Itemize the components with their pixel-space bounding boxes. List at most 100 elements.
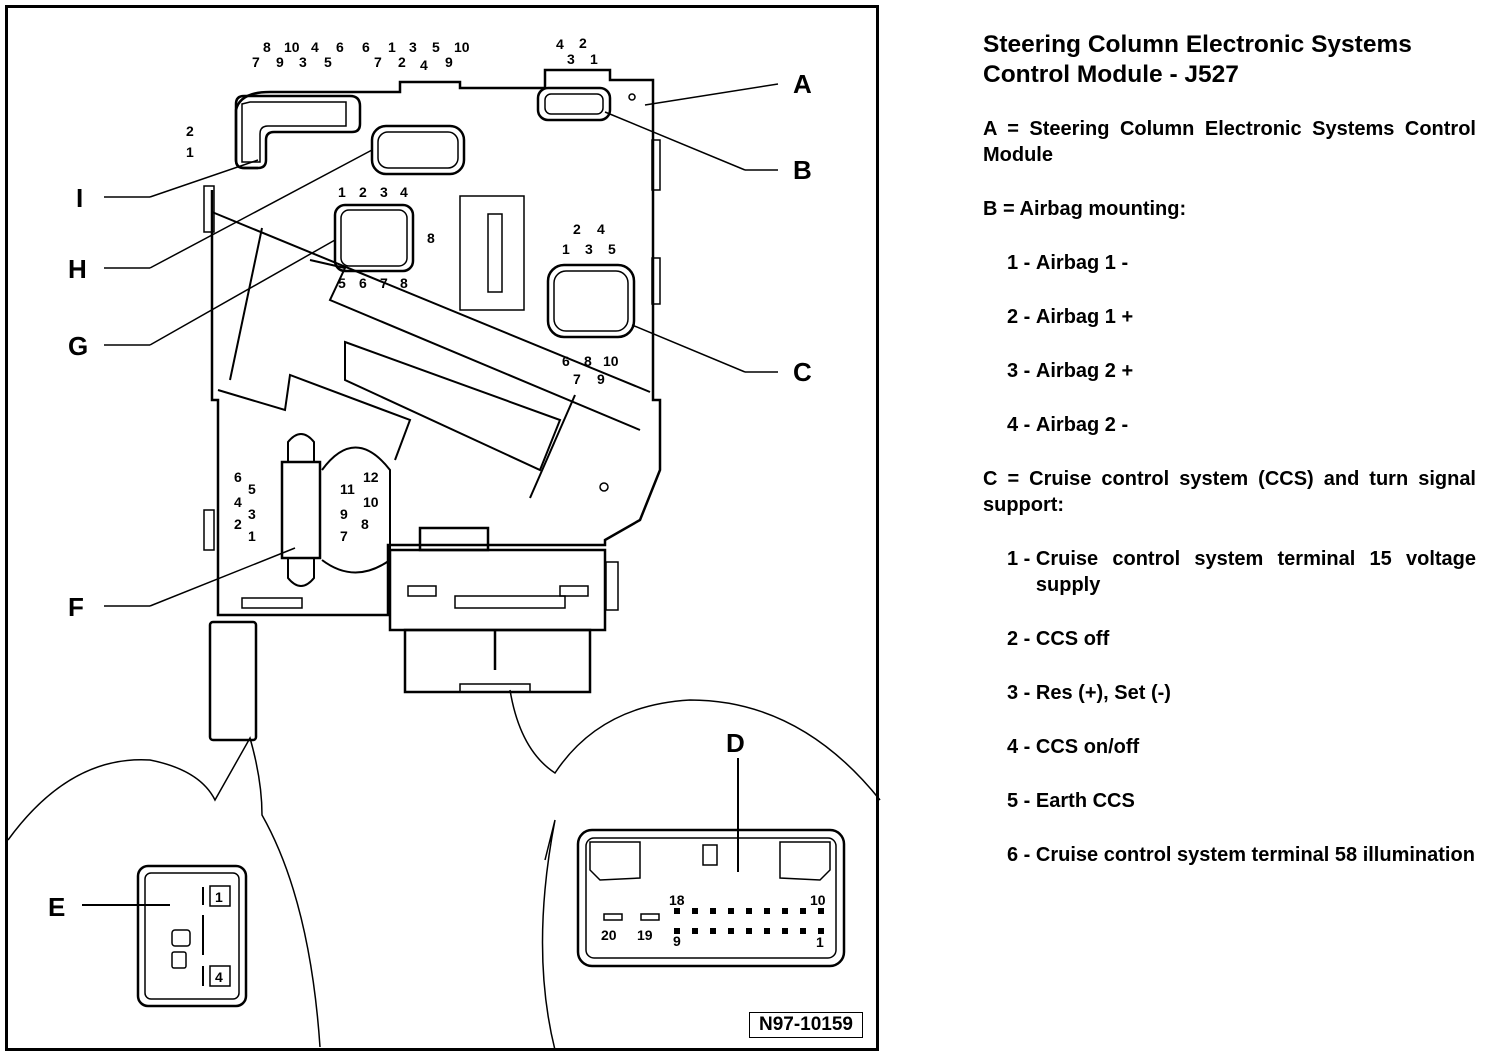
legend-b: B = Airbag mounting: — [983, 198, 1187, 220]
pin-label: 9 — [445, 54, 453, 70]
pin-label: 2 — [398, 54, 406, 70]
connector-c-housing — [546, 263, 636, 339]
connector-i-housing — [234, 94, 362, 170]
legend-c-item: 6 - Cruise control system terminal 58 il… — [1007, 842, 1476, 868]
connector-d-pin — [728, 908, 734, 914]
item-number: 5 - — [1007, 790, 1036, 812]
pin-label: 10 — [454, 39, 470, 55]
item-text: Res (+), Set (-) — [1035, 682, 1171, 704]
pin-label: 3 — [248, 506, 256, 522]
item-number: 1 - — [1007, 252, 1036, 274]
pin-label: 8 — [400, 275, 408, 291]
module-body — [210, 68, 662, 617]
connector-d-pin — [710, 928, 716, 934]
pin-label: 5 — [248, 481, 256, 497]
legend-c-item: 5 - Earth CCS — [1007, 788, 1476, 814]
connector-e-detail — [136, 864, 248, 1008]
detail-bubble-e — [7, 736, 321, 1048]
connector-d-pin — [692, 928, 698, 934]
pin-label: 2 — [573, 221, 581, 237]
pin-label: 20 — [601, 927, 617, 943]
connector-d-pin — [692, 908, 698, 914]
connector-d-pin — [800, 928, 806, 934]
detail-bubble-d — [509, 689, 881, 1051]
item-number: 1 - — [1007, 548, 1036, 570]
item-number: 4 - — [1007, 414, 1036, 436]
pin-label: 4 — [556, 36, 564, 52]
pin-label: 18 — [669, 892, 685, 908]
connector-d-pin — [746, 928, 752, 934]
callout-b: B — [793, 155, 812, 185]
pin-label: 2 — [186, 123, 194, 139]
pin-label: 6 — [362, 39, 370, 55]
pin-label: 9 — [340, 506, 348, 522]
pin-label: 8 — [427, 230, 435, 246]
pin-label: 1 — [186, 144, 194, 160]
diagram-frame — [5, 5, 879, 1051]
pin-label: 4 — [400, 184, 408, 200]
connector-d-pin — [764, 908, 770, 914]
pin-label: 3 — [409, 39, 417, 55]
pin-label: 3 — [567, 51, 575, 67]
item-number: 2 - — [1007, 306, 1036, 328]
pin-label: 10 — [603, 353, 619, 369]
callout-f: F — [68, 592, 84, 622]
pin-label: 10 — [284, 39, 300, 55]
pin-label: 10 — [810, 892, 826, 908]
pin-label: 4 — [215, 969, 223, 985]
item-text: Earth CCS — [1035, 790, 1135, 812]
callout-h: H — [68, 254, 87, 284]
item-number: 6 - — [1007, 844, 1036, 866]
pin-label: 8 — [361, 516, 369, 532]
legend-b-item: 2 - Airbag 1 + — [1007, 304, 1476, 330]
connector-g-housing — [333, 203, 415, 273]
connector-d-pin — [674, 908, 680, 914]
pin-label: 19 — [637, 927, 653, 943]
item-text: Airbag 2 + — [1035, 360, 1134, 382]
callout-g: G — [68, 331, 88, 361]
connector-d-pin — [746, 908, 752, 914]
connector-f-housing — [280, 460, 322, 560]
pin-label: 6 — [562, 353, 570, 369]
pin-label: 9 — [673, 933, 681, 949]
item-number: 4 - — [1007, 736, 1036, 758]
item-text: CCS off — [1035, 628, 1110, 650]
pin-label: 3 — [380, 184, 388, 200]
pin-label: 7 — [380, 275, 388, 291]
pin-label: 7 — [374, 54, 382, 70]
pin-label: 9 — [597, 371, 605, 387]
pin-label: 6 — [234, 469, 242, 485]
legend-a: A = Steering Column Electronic Systems C… — [983, 118, 1476, 166]
pin-label: 1 — [248, 528, 256, 544]
pin-label: 5 — [324, 54, 332, 70]
item-text: Airbag 1 + — [1035, 306, 1134, 328]
legend-c-item: 3 - Res (+), Set (-) — [1007, 680, 1476, 706]
item-number: 2 - — [1007, 628, 1036, 650]
pin-label: 5 — [338, 275, 346, 291]
pin-label: 6 — [359, 275, 367, 291]
item-text: Cruise control system terminal 58 illumi… — [1035, 844, 1475, 866]
item-text: Airbag 2 - — [1035, 414, 1129, 436]
pin-label: 10 — [363, 494, 379, 510]
connector-d-pin — [800, 908, 806, 914]
connector-d-pin — [782, 928, 788, 934]
item-text: Airbag 1 - — [1035, 252, 1129, 274]
legend-b-item: 1 - Airbag 1 - — [1007, 250, 1476, 276]
figure-id: N97-10159 — [749, 1012, 863, 1038]
pin-label: 1 — [388, 39, 396, 55]
callout-a: A — [793, 69, 812, 99]
connector-d-pin-grid — [674, 908, 824, 934]
pin-label: 1 — [338, 184, 346, 200]
pin-label: 5 — [432, 39, 440, 55]
connector-d-pin — [818, 928, 824, 934]
callout-c: C — [793, 357, 812, 387]
legend-c-item: 1 - Cruise control system terminal 15 vo… — [1007, 546, 1476, 598]
title-line-2: Control Module - J527 — [983, 61, 1239, 88]
plug-d-body — [388, 548, 607, 632]
item-number: 3 - — [1007, 682, 1036, 704]
pin-label: 5 — [608, 241, 616, 257]
legend-b-item: 4 - Airbag 2 - — [1007, 412, 1476, 438]
pin-label: 9 — [276, 54, 284, 70]
pin-label: 8 — [584, 353, 592, 369]
item-number: 3 - — [1007, 360, 1036, 382]
